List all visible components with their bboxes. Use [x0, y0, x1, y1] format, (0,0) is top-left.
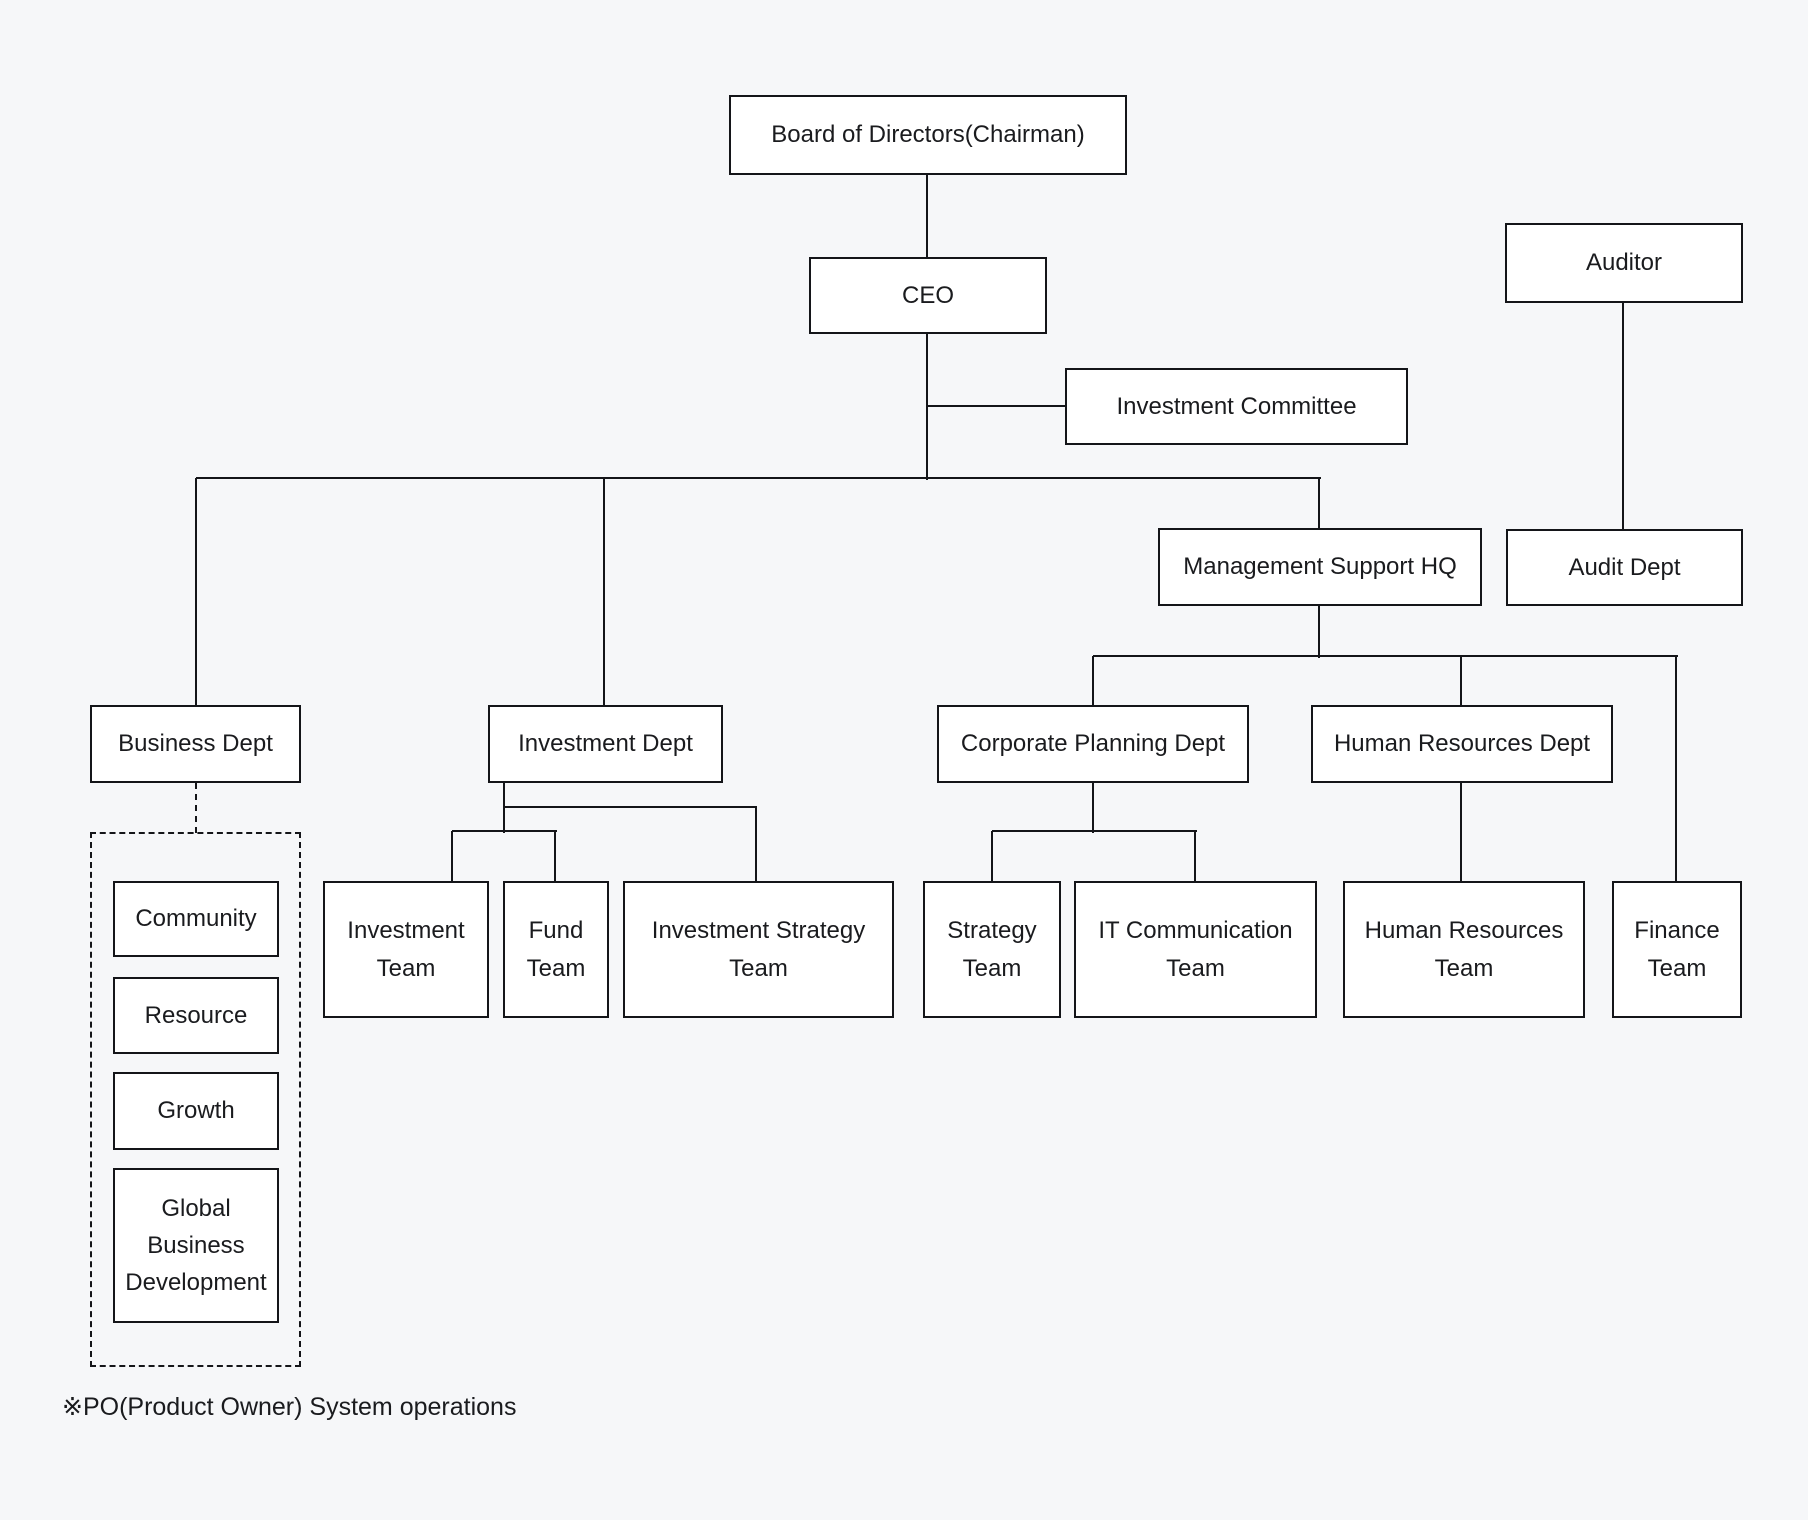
node-label-line: Development [125, 1269, 267, 1297]
org-node-auditor: Auditor [1505, 223, 1743, 303]
connector-v-12 [1675, 656, 1677, 882]
node-label-line: Team [376, 954, 436, 982]
node-label-line: Board of Directors(Chairman) [771, 121, 1085, 149]
org-node-corporate-planning-dept: Corporate Planning Dept [937, 705, 1249, 783]
node-label-line: IT Communication [1098, 917, 1293, 945]
connector-v-8 [1318, 606, 1320, 658]
node-label-line: Investment Dept [518, 730, 693, 758]
node-label-line: Human Resources Dept [1333, 730, 1591, 758]
org-node-business-dept: Business Dept [90, 705, 301, 783]
connector-v-17 [451, 831, 453, 882]
connector-v-7 [1622, 303, 1624, 531]
connector-h-16 [452, 830, 557, 832]
connector-dashed-v-24 [195, 783, 197, 833]
node-label-line: Global [161, 1194, 231, 1222]
node-label-line: Investment [347, 917, 465, 945]
connector-v-13 [503, 783, 505, 833]
org-node-board-of-directors: Board of Directors(Chairman) [729, 95, 1127, 175]
org-node-human-resources-dept: Human Resources Dept [1311, 705, 1613, 783]
node-label-line: Team [729, 954, 788, 982]
connector-h-3 [196, 477, 1321, 479]
connector-v-10 [1092, 656, 1094, 706]
node-label-line: Team [1647, 954, 1707, 982]
connector-v-5 [603, 478, 605, 706]
connector-v-0 [926, 174, 928, 258]
business-dept-subunits-group [90, 832, 301, 1367]
node-label-line: Strategy [947, 917, 1037, 945]
connector-v-1 [926, 334, 928, 480]
connector-v-23 [1460, 783, 1462, 882]
node-label-line: CEO [901, 281, 954, 309]
node-label-line: Human Resources [1364, 917, 1564, 945]
connector-v-11 [1460, 656, 1462, 706]
node-label-line: Business Dept [118, 730, 273, 758]
node-label-line: Finance [1634, 917, 1720, 945]
connector-v-4 [195, 478, 197, 706]
footnote: ※PO(Product Owner) System operations [62, 1393, 517, 1421]
connector-h-9 [1093, 655, 1678, 657]
node-label-line: Auditor [1585, 249, 1663, 277]
connector-v-6 [1318, 478, 1320, 530]
node-label-line: Team [962, 954, 1022, 982]
connector-v-18 [554, 831, 556, 882]
node-label-line: Management Support HQ [1183, 553, 1457, 581]
org-node-audit-dept: Audit Dept [1506, 529, 1743, 606]
connector-h-2 [927, 405, 1067, 407]
connector-v-22 [1194, 831, 1196, 882]
org-node-investment-committee: Investment Committee [1065, 368, 1408, 445]
node-label-line: Team [1166, 954, 1225, 982]
org-node-resource: Resource [113, 977, 279, 1054]
connector-v-15 [755, 807, 757, 882]
connector-h-20 [992, 830, 1197, 832]
node-label-line: Fund [528, 917, 584, 945]
org-node-management-support-hq: Management Support HQ [1158, 528, 1482, 606]
node-label-line: Business [147, 1231, 245, 1259]
node-label-line: Corporate Planning Dept [960, 730, 1226, 758]
node-label-line: Resource [144, 1001, 248, 1029]
node-label-line: Investment Strategy [651, 917, 866, 945]
org-node-community: Community [113, 881, 279, 957]
connector-v-21 [991, 831, 993, 882]
connector-h-14 [504, 806, 757, 808]
org-node-investment-dept: Investment Dept [488, 705, 723, 783]
connector-v-19 [1092, 783, 1094, 833]
org-node-growth: Growth [113, 1072, 279, 1150]
node-label-line: Community [135, 905, 257, 933]
node-label-line: Investment Committee [1116, 392, 1357, 420]
node-label-line: Team [1434, 954, 1494, 982]
node-label-line: Team [526, 954, 586, 982]
org-node-ceo: CEO [809, 257, 1047, 334]
node-label-line: Audit Dept [1568, 553, 1681, 581]
node-label-line: Growth [157, 1097, 235, 1125]
